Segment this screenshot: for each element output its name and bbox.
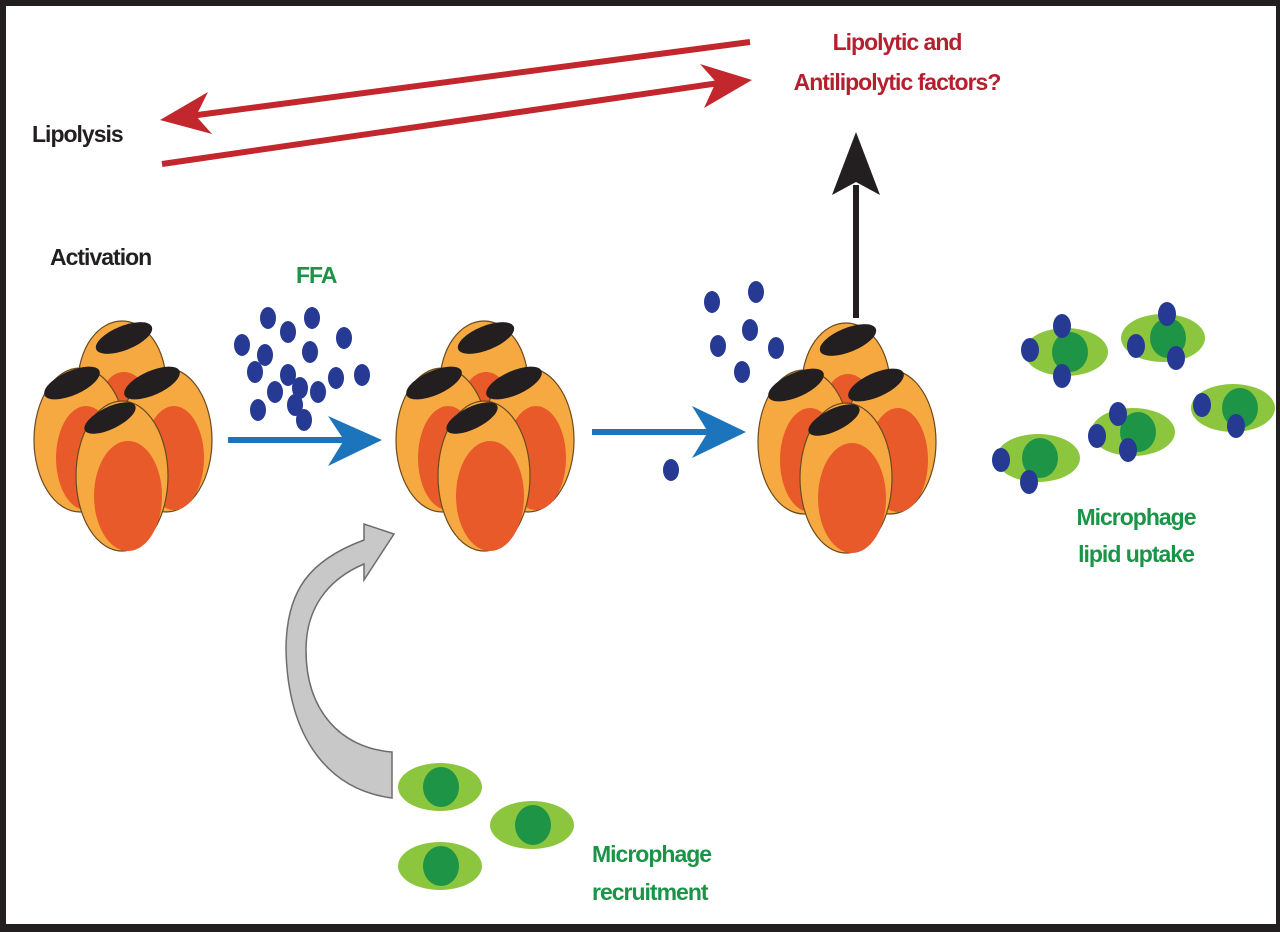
- label-uptake-line2: lipid uptake: [1078, 541, 1194, 567]
- lipid-droplet: [1227, 414, 1245, 438]
- macrophage-lipid-laden: [1121, 302, 1205, 370]
- ffa-dot: [302, 341, 318, 363]
- ffa-dot: [748, 281, 764, 303]
- lipid-droplet: [992, 448, 1010, 472]
- ffa-dot: [663, 459, 679, 481]
- ffa-dot: [742, 319, 758, 341]
- ffa-dot: [234, 334, 250, 356]
- lipid-droplet: [1053, 364, 1071, 388]
- lipid-droplet: [1088, 424, 1106, 448]
- ffa-release-arrow: [228, 416, 382, 466]
- label-factors-line2: Antilipolytic factors?: [794, 69, 1001, 95]
- ffa-dot: [280, 321, 296, 343]
- ffa-dot: [328, 367, 344, 389]
- label-recruitment-line1: Microphage: [592, 841, 711, 867]
- macrophage-lipid-laden: [1021, 314, 1108, 388]
- ffa-dot: [310, 381, 326, 403]
- macrophages: [398, 302, 1275, 890]
- ffa-dot: [292, 377, 308, 399]
- ffa-dot: [296, 409, 312, 431]
- lipid-droplet: [1127, 334, 1145, 358]
- lipid-droplet: [1119, 438, 1137, 462]
- lipolysis-feedback-arrows: [160, 39, 752, 167]
- ffa-dot: [267, 381, 283, 403]
- label-factors-line1: Lipolytic and: [833, 29, 962, 55]
- ffa-dot: [257, 344, 273, 366]
- lipid-droplet: [1158, 302, 1176, 326]
- ffa-dot: [247, 361, 263, 383]
- recruitment-arrow: [285, 522, 396, 799]
- ffa-dot: [354, 364, 370, 386]
- lipid-droplet: [1053, 314, 1071, 338]
- macrophage-lipid-laden: [992, 434, 1080, 494]
- ffa-dot: [704, 291, 720, 313]
- macrophage: [490, 801, 574, 849]
- label-activation: Activation: [50, 244, 151, 270]
- arrow-to-factors-head: [700, 64, 752, 108]
- macrophage-lipid-laden: [1191, 384, 1275, 438]
- ffa-dot: [280, 364, 296, 386]
- label-ffa: FFA: [296, 262, 337, 288]
- arrow-to-lipolysis-shaft: [189, 39, 751, 119]
- ffa-dots: [234, 281, 784, 481]
- ffa-dot: [336, 327, 352, 349]
- lipid-droplet: [1193, 393, 1211, 417]
- adipocyte-cluster-factors: [757, 317, 937, 554]
- lipid-droplet: [1109, 402, 1127, 426]
- label-uptake-line1: Microphage: [1076, 504, 1195, 530]
- ffa-dot: [250, 399, 266, 421]
- ffa-dot: [710, 335, 726, 357]
- ffa-dot: [260, 307, 276, 329]
- macrophage: [398, 763, 482, 811]
- macrophage: [398, 842, 482, 890]
- secretion-arrow: [832, 132, 880, 318]
- ffa-dot: [768, 337, 784, 359]
- arrow-to-factors-shaft: [161, 79, 727, 167]
- adipocyte-cluster-activation: [33, 315, 213, 552]
- ffa-dot: [734, 361, 750, 383]
- ffa-dot: [287, 394, 303, 416]
- ffa-dot: [304, 307, 320, 329]
- progression-arrow: [592, 406, 746, 458]
- lipid-droplet: [1021, 338, 1039, 362]
- lipid-droplet: [1020, 470, 1038, 494]
- arrow-to-lipolysis-head: [160, 92, 212, 134]
- label-recruitment-line2: recruitment: [592, 879, 709, 905]
- lipid-droplet: [1167, 346, 1185, 370]
- diagram-svg: Lipolysis Lipolytic and Antilipolytic fa…: [32, 29, 1275, 905]
- adipocyte-cluster-recruitment: [395, 315, 575, 552]
- label-lipolysis: Lipolysis: [32, 121, 123, 147]
- diagram-canvas: Lipolysis Lipolytic and Antilipolytic fa…: [6, 6, 1276, 924]
- macrophage-lipid-laden: [1088, 402, 1175, 462]
